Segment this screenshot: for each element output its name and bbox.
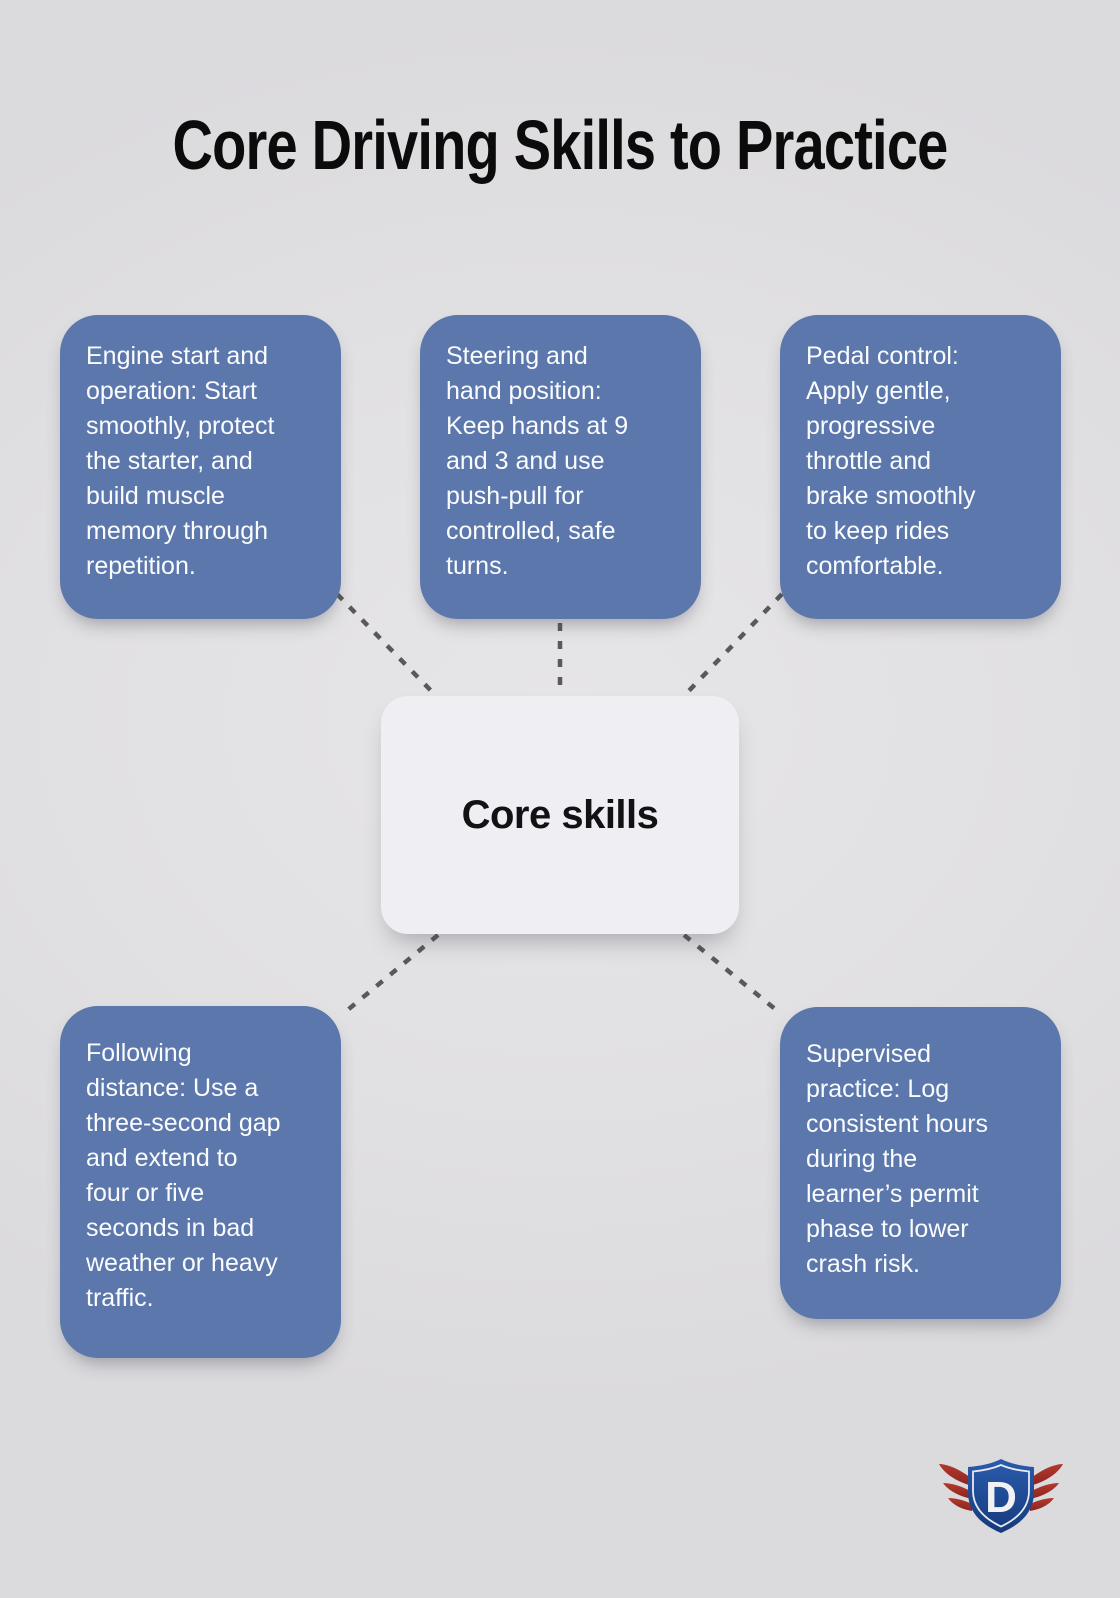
node-text-supervised-practice: Supervised practice: Log consistent hour… — [806, 1040, 989, 1278]
node-text-following-distance: Following distance: Use a three-second g… — [86, 1039, 281, 1312]
node-text-pedal-control: Pedal control: Apply gentle, progressive… — [806, 342, 976, 580]
center-node: Core skills — [381, 696, 739, 934]
page-title: Core Driving Skills to Practice — [172, 106, 948, 184]
shield-icon: D — [968, 1459, 1034, 1533]
left-wing-icon — [939, 1464, 972, 1511]
logo-monogram: D — [985, 1473, 1017, 1522]
center-node-label: Core skills — [461, 792, 659, 837]
connector-supervised-to-center — [682, 933, 782, 1015]
node-following-distance: Following distance: Use a three-second g… — [60, 1006, 341, 1358]
node-text-steering: Steering and hand position: Keep hands a… — [446, 342, 629, 580]
brand-logo-icon: D — [939, 1459, 1063, 1533]
node-engine-start-and-operation: Engine start and operation: Start smooth… — [60, 315, 341, 619]
node-pedal-control: Pedal control: Apply gentle, progressive… — [780, 315, 1061, 619]
node-supervised-practice: Supervised practice: Log consistent hour… — [780, 1007, 1061, 1319]
connector-engine-to-center — [335, 592, 442, 702]
right-wing-icon — [1030, 1464, 1063, 1511]
node-steering-and-hand-position: Steering and hand position: Keep hands a… — [420, 315, 701, 619]
connector-following-to-center — [342, 933, 440, 1015]
connector-pedal-to-center — [678, 592, 784, 702]
node-text-engine-start: Engine start and operation: Start smooth… — [86, 342, 275, 580]
